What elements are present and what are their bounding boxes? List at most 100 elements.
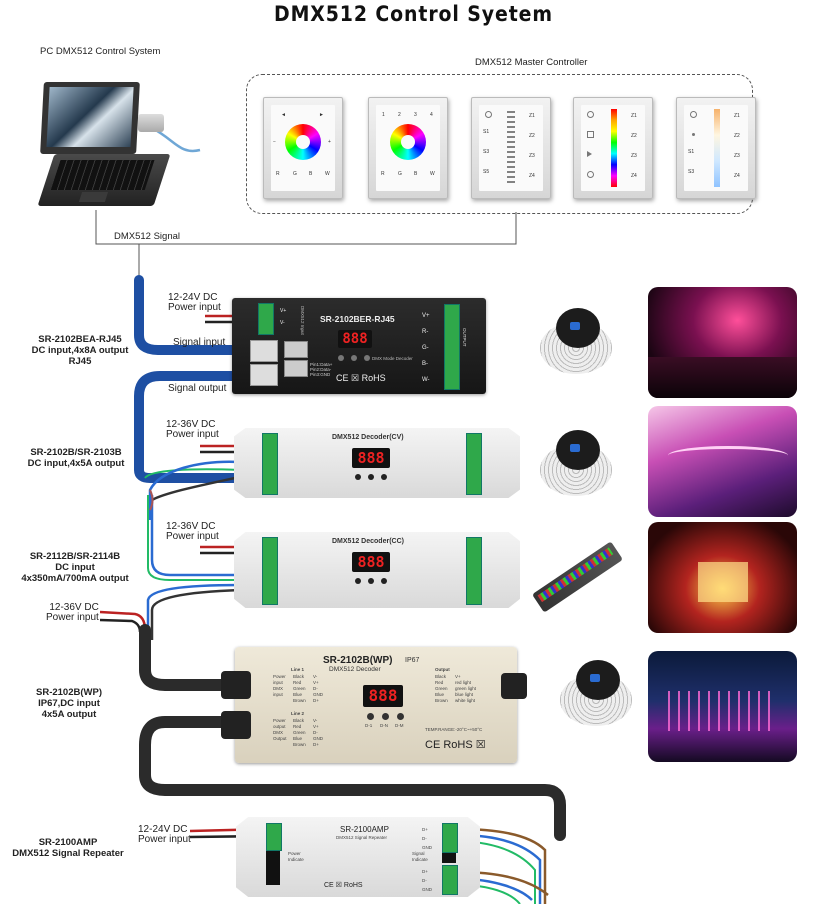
dev4-l2-dmx: DMX xyxy=(273,730,283,735)
dev4-side-label: SR-2102B(WP) IP67,DC input 4x5A output xyxy=(14,687,124,720)
dev4-cable-gland-3 xyxy=(501,673,527,699)
brightness-slider xyxy=(507,111,515,185)
dev1-terminal-left xyxy=(258,303,274,335)
panel-zone-z2: Z2 xyxy=(631,133,637,139)
dev1-power-input: Power input xyxy=(168,302,221,313)
dev1-rj-pin1: Pin1:Data+ xyxy=(310,362,333,367)
usb-dongle xyxy=(138,114,164,132)
dev1-output-label: OUTPUT xyxy=(462,328,467,347)
dev5-terminal-right-2 xyxy=(442,865,458,895)
dev1-mode-button[interactable] xyxy=(338,355,344,361)
panel-btn-w: W xyxy=(325,171,330,177)
dev4-l1-power: Power xyxy=(273,674,286,679)
dev4-l1-vminus: V- xyxy=(313,674,318,679)
dev4-l2-dplus: D+ xyxy=(313,742,319,747)
dev3-led-display: 888 xyxy=(352,552,390,572)
photo-stage xyxy=(648,522,797,633)
dev3-button-2[interactable] xyxy=(368,578,374,584)
dev1-terminal-right xyxy=(444,304,460,390)
dev2-button-1[interactable] xyxy=(355,474,361,480)
dev4-led-display: 888 xyxy=(363,685,403,707)
dev5-subtitle: DMX512 Signal Repeater xyxy=(336,835,388,840)
dev4-button-d1[interactable] xyxy=(367,713,374,720)
panel-zone-z1: Z1 xyxy=(529,113,535,119)
dev4-ce-rohs: CE RoHS ☒ xyxy=(425,739,486,751)
dev5-signal-indicator: Signal Indicate xyxy=(412,851,428,863)
dev4-cable-gland-2 xyxy=(221,711,251,739)
led-strip-reel-2 xyxy=(536,426,616,502)
dev2-button-3[interactable] xyxy=(381,474,387,480)
dev1-led-display: 888 xyxy=(338,330,372,348)
dev1-down-button[interactable] xyxy=(364,355,370,361)
dev3-button-1[interactable] xyxy=(355,578,361,584)
dev4-out-white-light: white light xyxy=(455,698,476,703)
dev1-signal-input-label: Signal input xyxy=(173,337,226,348)
dev4-button-dn[interactable] xyxy=(382,713,389,720)
dev4-l1-vplus: V+ xyxy=(313,680,319,685)
panel-scene-s3: S3 xyxy=(688,169,695,175)
dev4-out-blue-light: blue light xyxy=(455,692,474,697)
dev1-rj-pin2: Pin2:Data- xyxy=(310,367,332,372)
wall-panel-dimmer: S1 S3 S5 Z1 Z2 Z3 Z4 xyxy=(471,97,551,199)
dev5-model-name: SR-2100AMP xyxy=(38,837,98,848)
dev3-button-3[interactable] xyxy=(381,578,387,584)
dev1-dmx-input: DMX512 Input xyxy=(300,306,305,335)
dev5-spec: DMX512 Signal Repeater xyxy=(12,848,124,859)
dev4-l2-gnd: GND xyxy=(313,736,323,741)
dev4-out-brown: Brown xyxy=(435,698,448,703)
dev5-power-indicator: Power Indicate xyxy=(288,851,304,863)
dev2-button-2[interactable] xyxy=(368,474,374,480)
dev4-btn-label-d1: D-1 xyxy=(365,723,373,728)
dev4-l1-dmx: DMX xyxy=(273,686,283,691)
dev3-power-label: 12-36V DC Power input xyxy=(166,522,219,542)
wall-panel-cct-slider: S1 S3 Z1 Z2 Z3 Z4 xyxy=(676,97,756,199)
dev1-rj45-jack-1 xyxy=(284,341,308,358)
power-icon xyxy=(587,111,594,118)
panel-zone-z1: Z1 xyxy=(631,113,637,119)
dev1-port: RJ45 xyxy=(68,356,92,367)
dev1-rj45-jack-2 xyxy=(284,360,308,377)
dev1-up-button[interactable] xyxy=(351,355,357,361)
dev1-out-vplus: V+ xyxy=(422,313,430,319)
dev4-voltage: 12-36V DC xyxy=(49,602,99,613)
dev1-out-b: B- xyxy=(422,361,428,367)
dev5-black-strip xyxy=(266,851,280,885)
dev1-power-label: 12-24V DC Power input xyxy=(168,293,221,313)
panel-btn-w: W xyxy=(430,171,435,177)
dev3-spec-output: 4x350mA/700mA output xyxy=(21,573,129,584)
dev1-rj45-port-2 xyxy=(250,364,278,386)
dev3-voltage: 12-36V DC xyxy=(166,521,216,532)
panel-zone-z4: Z4 xyxy=(734,173,740,179)
dev4-spec-output: 4x5A output xyxy=(41,709,97,720)
dev4-line1-colors: Black Red Green Blue Brown xyxy=(293,674,306,704)
dev4-l1-brown: Brown xyxy=(293,698,306,703)
dev4-l2-power: Power xyxy=(273,718,286,723)
panel-arrow-left: ◄ xyxy=(281,112,286,118)
dev1-model-label: SR-2102BER-RJ45 xyxy=(320,314,395,324)
dev4-power-input: Power input xyxy=(46,612,99,623)
dev4-l1-input: input xyxy=(273,680,283,685)
dev4-button-dm[interactable] xyxy=(397,713,404,720)
dev3-decoder-cc: DMX512 Decoder(CC) 888 xyxy=(234,532,520,608)
mode-icon xyxy=(587,131,594,138)
dev4-l2-vplus: V+ xyxy=(313,724,319,729)
dev2-voltage: 12-36V DC xyxy=(166,419,216,430)
wall-panel-rgb-slider: Z1 Z2 Z3 Z4 xyxy=(573,97,653,199)
dev3-power-input: Power input xyxy=(166,531,219,542)
dev4-out-vplus: V+ xyxy=(455,674,461,679)
dev4-output-label: Output xyxy=(435,667,450,672)
led-strip-reel-3 xyxy=(556,656,636,732)
dev4-l2-dminus: D- xyxy=(313,730,318,735)
dev1-out-r: R- xyxy=(422,329,429,335)
dev5-side-label: SR-2100AMP DMX512 Signal Repeater xyxy=(4,837,132,859)
panel-zone-2: 2 xyxy=(398,112,401,118)
dev2-model-name: SR-2102B/SR-2103B xyxy=(30,447,122,458)
dev2-model-label: DMX512 Decoder(CV) xyxy=(332,434,404,441)
wall-panel-4zone-wheel: 1 2 3 4 R G B W xyxy=(368,97,448,199)
dev4-out-blue: Blue xyxy=(435,692,445,697)
dev1-rj45-port-1 xyxy=(250,340,278,362)
panel-zone-z2: Z2 xyxy=(734,133,740,139)
panel-zone-3: 3 xyxy=(414,112,417,118)
dev2-side-label: SR-2102B/SR-2103B DC input,4x5A output xyxy=(12,447,140,469)
dev3-terminal-left xyxy=(262,537,278,605)
